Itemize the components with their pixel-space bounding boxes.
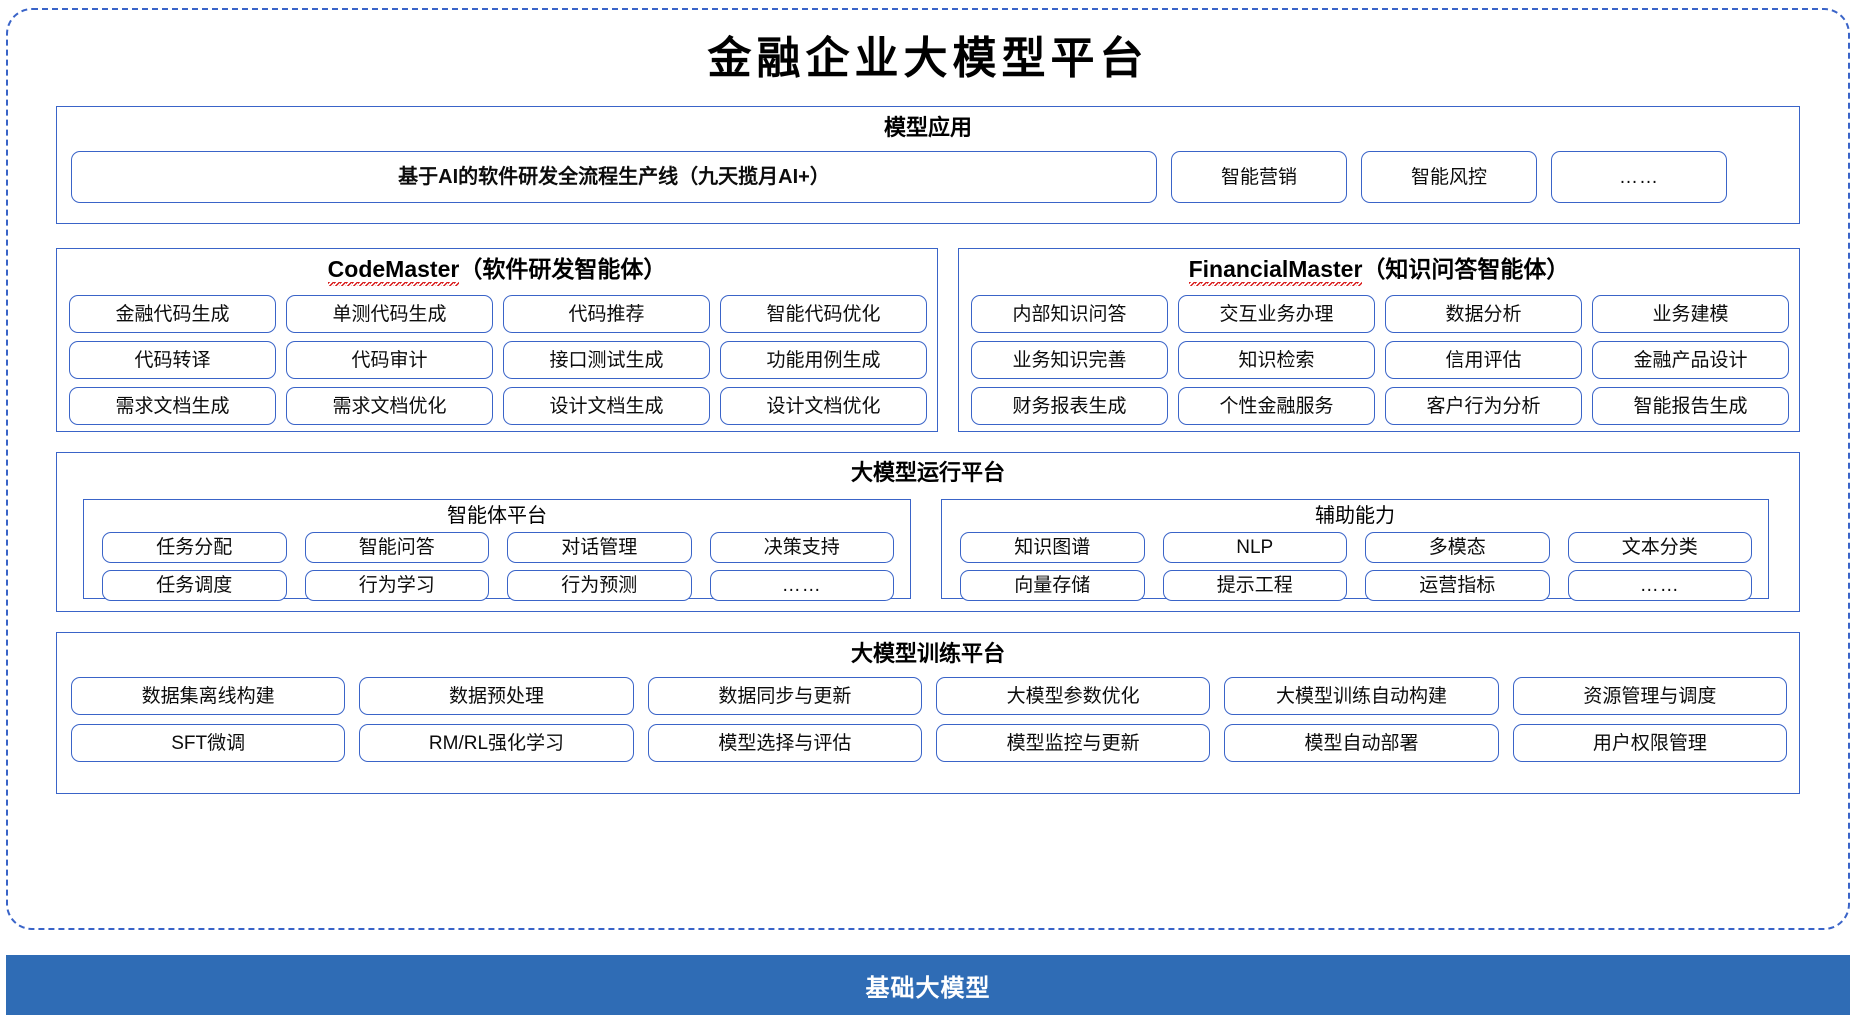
auxiliary-capability-box: 辅助能力 知识图谱 NLP 多模态 文本分类 向量存储 提示工程 运营指标 …… (941, 499, 1769, 601)
training-platform-grid: 数据集离线构建 数据预处理 数据同步与更新 大模型参数优化 大模型训练自动构建 … (71, 677, 1787, 762)
auxiliary-item[interactable]: 文本分类 (1567, 532, 1752, 563)
financial-capability[interactable]: 个性金融服务 (1178, 387, 1375, 425)
agent-framework-item[interactable]: 行为学习 (304, 570, 489, 601)
code-capability[interactable]: 需求文档生成 (69, 387, 276, 425)
code-capability[interactable]: 代码推荐 (503, 295, 710, 333)
code-capability[interactable]: 接口测试生成 (503, 341, 710, 379)
agent-framework-box: 智能体平台 任务分配 智能问答 对话管理 决策支持 任务调度 行为学习 行为预测… (83, 499, 911, 601)
agent-framework-item[interactable]: 对话管理 (507, 532, 692, 563)
code-capability[interactable]: 功能用例生成 (720, 341, 927, 379)
auxiliary-item[interactable]: 提示工程 (1162, 570, 1347, 601)
training-item[interactable]: 数据预处理 (359, 677, 634, 715)
code-master-capability-grid: 金融代码生成 单测代码生成 代码推荐 智能代码优化 代码转译 代码审计 接口测试… (69, 295, 927, 425)
code-master-panel: CodeMaster（软件研发智能体） 金融代码生成 单测代码生成 代码推荐 智… (56, 248, 938, 432)
model-application-panel: 模型应用 基于AI的软件研发全流程生产线（九天揽月AI+） 智能营销 智能风控 … (56, 106, 1800, 224)
runtime-platform-panel: 大模型运行平台 智能体平台 任务分配 智能问答 对话管理 决策支持 任务调度 行… (56, 452, 1800, 612)
agent-framework-title: 智能体平台 (447, 505, 547, 527)
auxiliary-item[interactable]: NLP (1162, 532, 1347, 563)
financial-capability[interactable]: 数据分析 (1385, 295, 1582, 333)
financial-master-panel: FinancialMaster（知识问答智能体） 内部知识问答 交互业务办理 数… (958, 248, 1800, 432)
code-capability[interactable]: 单测代码生成 (286, 295, 493, 333)
base-model-bar: 基础大模型 (6, 955, 1850, 1015)
auxiliary-item-more[interactable]: …… (1567, 570, 1752, 601)
agent-framework-item[interactable]: 行为预测 (507, 570, 692, 601)
app-item-more[interactable]: …… (1551, 151, 1727, 203)
financial-capability[interactable]: 内部知识问答 (971, 295, 1168, 333)
training-item[interactable]: SFT微调 (71, 724, 346, 762)
training-item[interactable]: 数据同步与更新 (647, 677, 922, 715)
code-capability[interactable]: 代码审计 (286, 341, 493, 379)
agent-framework-item[interactable]: 决策支持 (709, 532, 894, 563)
financial-capability[interactable]: 交互业务办理 (1178, 295, 1375, 333)
training-platform-panel: 大模型训练平台 数据集离线构建 数据预处理 数据同步与更新 大模型参数优化 大模… (56, 632, 1800, 794)
financial-capability[interactable]: 知识检索 (1178, 341, 1375, 379)
code-capability[interactable]: 设计文档优化 (720, 387, 927, 425)
financial-capability[interactable]: 业务知识完善 (971, 341, 1168, 379)
code-master-name: CodeMaster (327, 256, 460, 288)
training-item[interactable]: 模型选择与评估 (647, 724, 922, 762)
financial-master-suffix: （知识问答智能体） (1362, 256, 1570, 282)
auxiliary-item[interactable]: 知识图谱 (960, 532, 1145, 563)
training-item[interactable]: 数据集离线构建 (71, 677, 346, 715)
training-item[interactable]: 大模型参数优化 (936, 677, 1211, 715)
app-item-marketing[interactable]: 智能营销 (1171, 151, 1347, 203)
training-platform-title: 大模型训练平台 (850, 641, 1005, 666)
model-application-title: 模型应用 (883, 115, 972, 140)
code-capability[interactable]: 需求文档优化 (286, 387, 493, 425)
auxiliary-item[interactable]: 运营指标 (1365, 570, 1550, 601)
financial-master-capability-grid: 内部知识问答 交互业务办理 数据分析 业务建模 业务知识完善 知识检索 信用评估… (971, 295, 1789, 425)
auxiliary-capability-grid: 知识图谱 NLP 多模态 文本分类 向量存储 提示工程 运营指标 …… (960, 532, 1752, 601)
code-master-suffix: （软件研发智能体） (459, 256, 667, 282)
financial-capability[interactable]: 客户行为分析 (1385, 387, 1582, 425)
runtime-platform-title: 大模型运行平台 (850, 460, 1005, 485)
training-item[interactable]: RM/RL强化学习 (359, 724, 634, 762)
training-item[interactable]: 模型监控与更新 (936, 724, 1211, 762)
financial-capability[interactable]: 金融产品设计 (1592, 341, 1789, 379)
agent-framework-grid: 任务分配 智能问答 对话管理 决策支持 任务调度 行为学习 行为预测 …… (102, 532, 894, 601)
code-capability[interactable]: 设计文档生成 (503, 387, 710, 425)
code-capability[interactable]: 金融代码生成 (69, 295, 276, 333)
outer-dashed-frame (6, 8, 1850, 930)
financial-capability[interactable]: 信用评估 (1385, 341, 1582, 379)
app-item-primary[interactable]: 基于AI的软件研发全流程生产线（九天揽月AI+） (71, 151, 1157, 203)
model-application-row: 基于AI的软件研发全流程生产线（九天揽月AI+） 智能营销 智能风控 …… (71, 151, 1787, 203)
financial-capability[interactable]: 财务报表生成 (971, 387, 1168, 425)
code-capability[interactable]: 智能代码优化 (720, 295, 927, 333)
training-item[interactable]: 用户权限管理 (1512, 724, 1787, 762)
training-item[interactable]: 模型自动部署 (1224, 724, 1499, 762)
auxiliary-capability-title: 辅助能力 (1315, 505, 1395, 527)
financial-capability[interactable]: 智能报告生成 (1592, 387, 1789, 425)
auxiliary-item[interactable]: 多模态 (1365, 532, 1550, 563)
training-item[interactable]: 大模型训练自动构建 (1224, 677, 1499, 715)
app-item-risk-control[interactable]: 智能风控 (1361, 151, 1537, 203)
financial-master-heading: FinancialMaster（知识问答智能体） (959, 256, 1799, 288)
agent-framework-item-more[interactable]: …… (709, 570, 894, 601)
code-capability[interactable]: 代码转译 (69, 341, 276, 379)
code-master-heading: CodeMaster（软件研发智能体） (57, 256, 937, 288)
agent-framework-item[interactable]: 任务分配 (102, 532, 287, 563)
base-model-label: 基础大模型 (865, 974, 991, 1002)
agent-framework-item[interactable]: 智能问答 (304, 532, 489, 563)
financial-capability[interactable]: 业务建模 (1592, 295, 1789, 333)
financial-master-name: FinancialMaster (1188, 256, 1363, 288)
agent-framework-item[interactable]: 任务调度 (102, 570, 287, 601)
page-title: 金融企业大模型平台 (707, 33, 1149, 84)
training-item[interactable]: 资源管理与调度 (1512, 677, 1787, 715)
auxiliary-item[interactable]: 向量存储 (960, 570, 1145, 601)
